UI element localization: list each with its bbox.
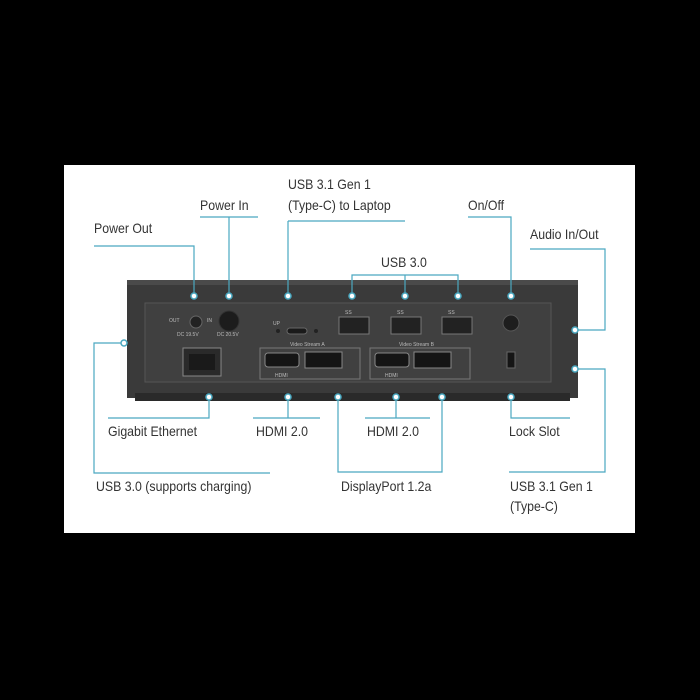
label-usb-c-2: (Type-C) [510, 498, 558, 514]
label-usb30-charging: USB 3.0 (supports charging) [96, 478, 252, 494]
label-lock-slot: Lock Slot [509, 423, 560, 439]
label-hdmi-b: HDMI 2.0 [367, 423, 420, 439]
svg-text:HDMI: HDMI [385, 373, 398, 379]
svg-text:Video Stream A: Video Stream A [290, 342, 325, 348]
svg-text:UP: UP [273, 321, 281, 327]
label-displayport: DisplayPort 1.2a [341, 478, 432, 494]
label-hdmi-a: HDMI 2.0 [256, 423, 309, 439]
svg-text:SS: SS [345, 310, 352, 316]
label-usb-c-1: USB 3.1 Gen 1 [510, 478, 593, 494]
leader-lines [93, 216, 606, 474]
label-on-off: On/Off [468, 197, 505, 213]
port-markers [120, 292, 579, 401]
svg-text:DC 20.5V: DC 20.5V [217, 332, 239, 338]
label-usb30-top: USB 3.0 [381, 254, 427, 270]
label-power-out: Power Out [94, 220, 153, 236]
label-usb-c-laptop-2: (Type-C) to Laptop [288, 197, 391, 213]
svg-text:DC 19.5V: DC 19.5V [177, 332, 199, 338]
svg-text:IN: IN [207, 318, 212, 324]
svg-text:OUT: OUT [169, 318, 180, 324]
svg-text:SS: SS [397, 310, 404, 316]
svg-text:HDMI: HDMI [275, 373, 288, 379]
label-usb-c-laptop-1: USB 3.1 Gen 1 [288, 176, 371, 192]
svg-text:SS: SS [448, 310, 455, 316]
svg-text:Video Stream B: Video Stream B [399, 342, 435, 348]
label-power-in: Power In [200, 197, 249, 213]
label-gigabit-ethernet: Gigabit Ethernet [108, 423, 198, 439]
label-audio: Audio In/Out [530, 226, 599, 242]
